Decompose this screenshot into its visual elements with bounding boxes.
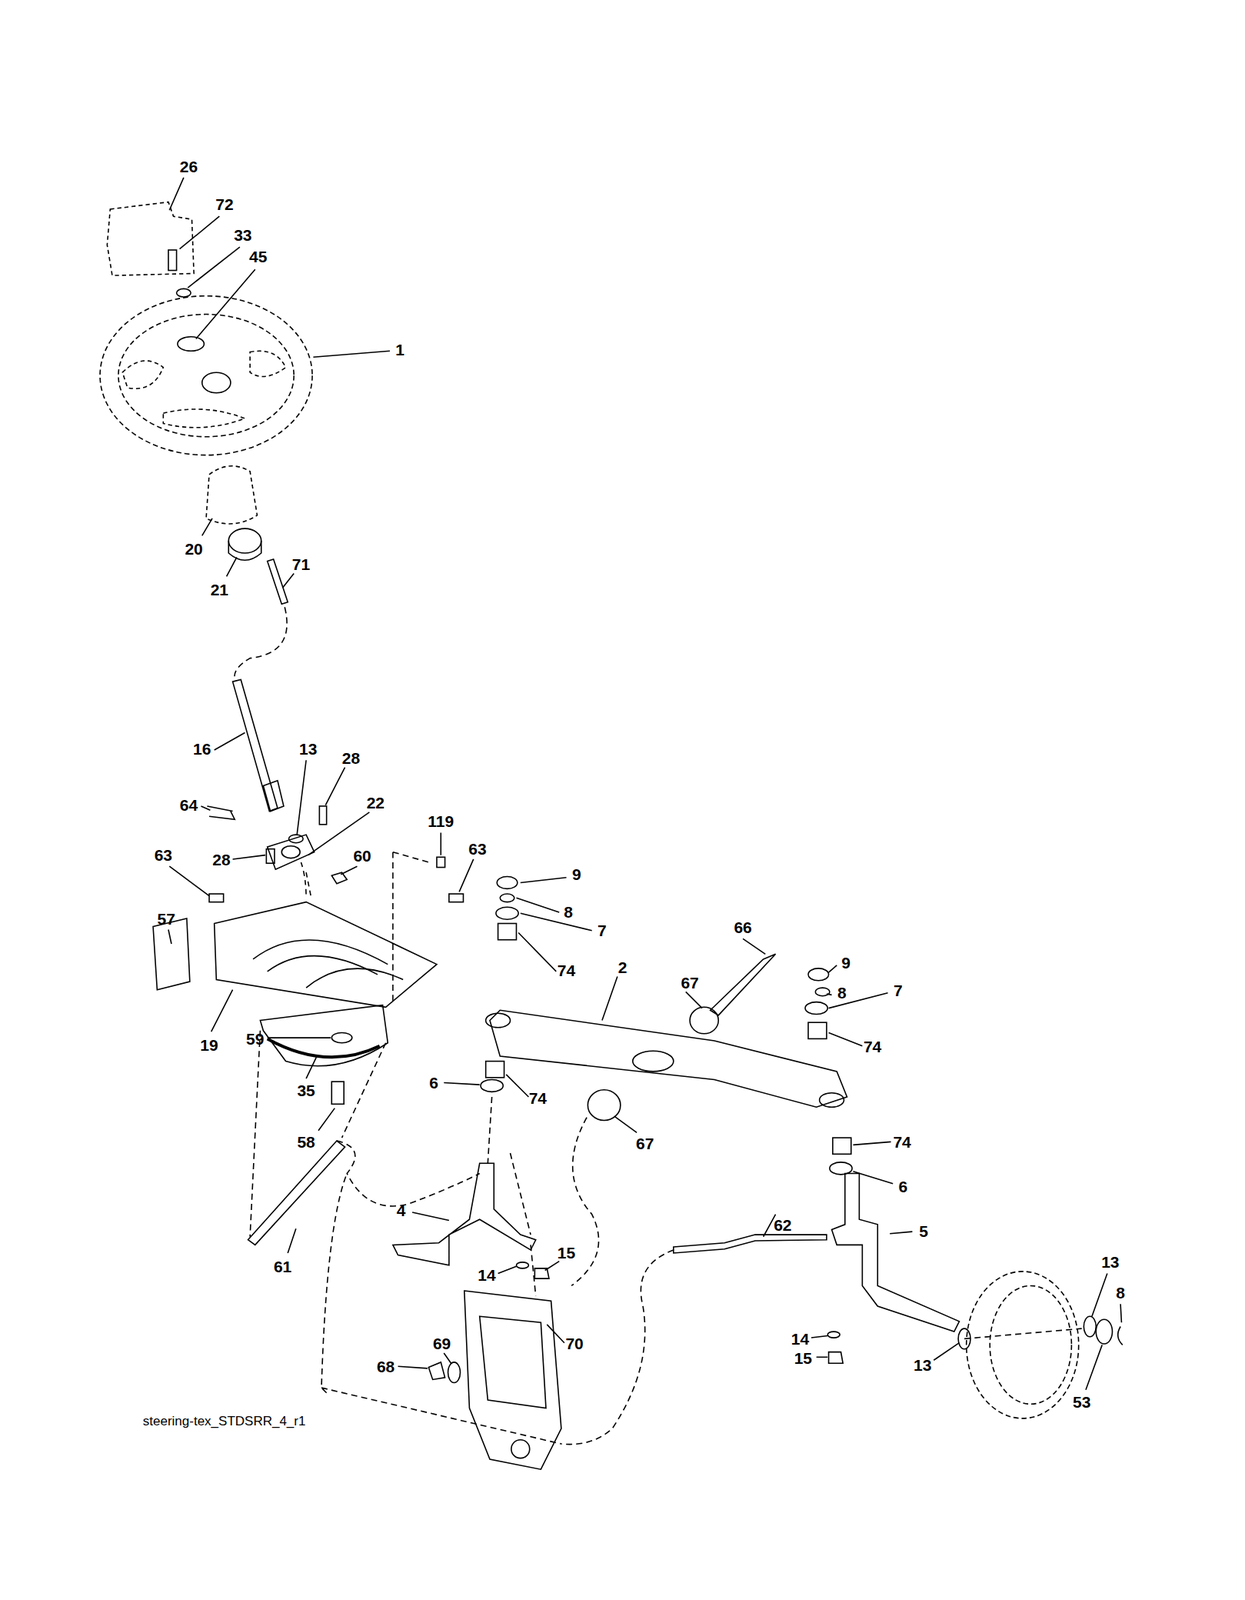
callout-number: 15	[794, 1348, 813, 1365]
callout-number: 20	[184, 539, 203, 556]
callout-number: 64	[179, 795, 198, 813]
callout-number: 8	[563, 903, 573, 920]
callout-number: 4	[396, 1201, 407, 1218]
callout-number: 5	[918, 1222, 929, 1239]
callout-number: 15	[557, 1244, 576, 1261]
callout-number: 70	[565, 1334, 583, 1352]
callout-number: 69	[432, 1334, 451, 1352]
callout-number: 53	[1072, 1393, 1091, 1410]
callout-number: 66	[733, 918, 752, 935]
callout-number: 68	[376, 1357, 395, 1374]
callout-number: 14	[791, 1329, 809, 1346]
callout-number: 13	[1101, 1253, 1119, 1270]
callout-number: 67	[635, 1135, 654, 1152]
callout-number: 74	[892, 1132, 911, 1149]
callout-number: 19	[199, 1035, 218, 1052]
callout-number: 9	[841, 954, 851, 971]
callout-number: 74	[529, 1088, 547, 1106]
callout-number: 8	[837, 983, 847, 1000]
callout-number: 35	[296, 1081, 315, 1099]
callout-number: 63	[468, 839, 487, 856]
callout-number: 60	[352, 847, 371, 864]
callout-number: 1	[395, 340, 405, 357]
callout-number: 67	[680, 973, 699, 990]
callout-number: 28	[212, 851, 230, 868]
callout-number: 119	[427, 812, 454, 829]
callout-number: 7	[893, 982, 903, 999]
callout-number: 45	[249, 248, 267, 265]
callout-number: 58	[296, 1132, 315, 1149]
callout-number: 13	[913, 1356, 932, 1373]
callout-number: 7	[597, 921, 607, 938]
callout-number: 59	[246, 1029, 264, 1046]
callout-number: 22	[366, 794, 385, 811]
callout-number: 61	[273, 1257, 292, 1274]
callout-number: 74	[557, 961, 576, 978]
callout-number: 13	[299, 739, 317, 756]
callout-number: 14	[477, 1266, 496, 1283]
callout-number: 9	[572, 865, 582, 882]
callout-number: 74	[863, 1038, 882, 1055]
figure-caption: steering-tex_STDSRR_4_r1	[143, 1414, 307, 1428]
callout-number: 28	[342, 748, 360, 766]
callout-number: 72	[215, 196, 234, 213]
callout-number: 6	[429, 1073, 439, 1090]
callout-number: 63	[154, 845, 173, 863]
callout-number: 6	[898, 1178, 909, 1195]
callout-number: 2	[618, 958, 628, 975]
callout-number: 16	[193, 739, 211, 756]
callout-number: 62	[773, 1216, 792, 1233]
callout-number: 26	[179, 158, 198, 175]
callout-number: 21	[210, 580, 229, 597]
callout-number: 57	[157, 910, 176, 927]
callout-number: 8	[1115, 1284, 1126, 1301]
callout-number: 71	[292, 555, 310, 572]
callout-number: 33	[233, 226, 252, 244]
